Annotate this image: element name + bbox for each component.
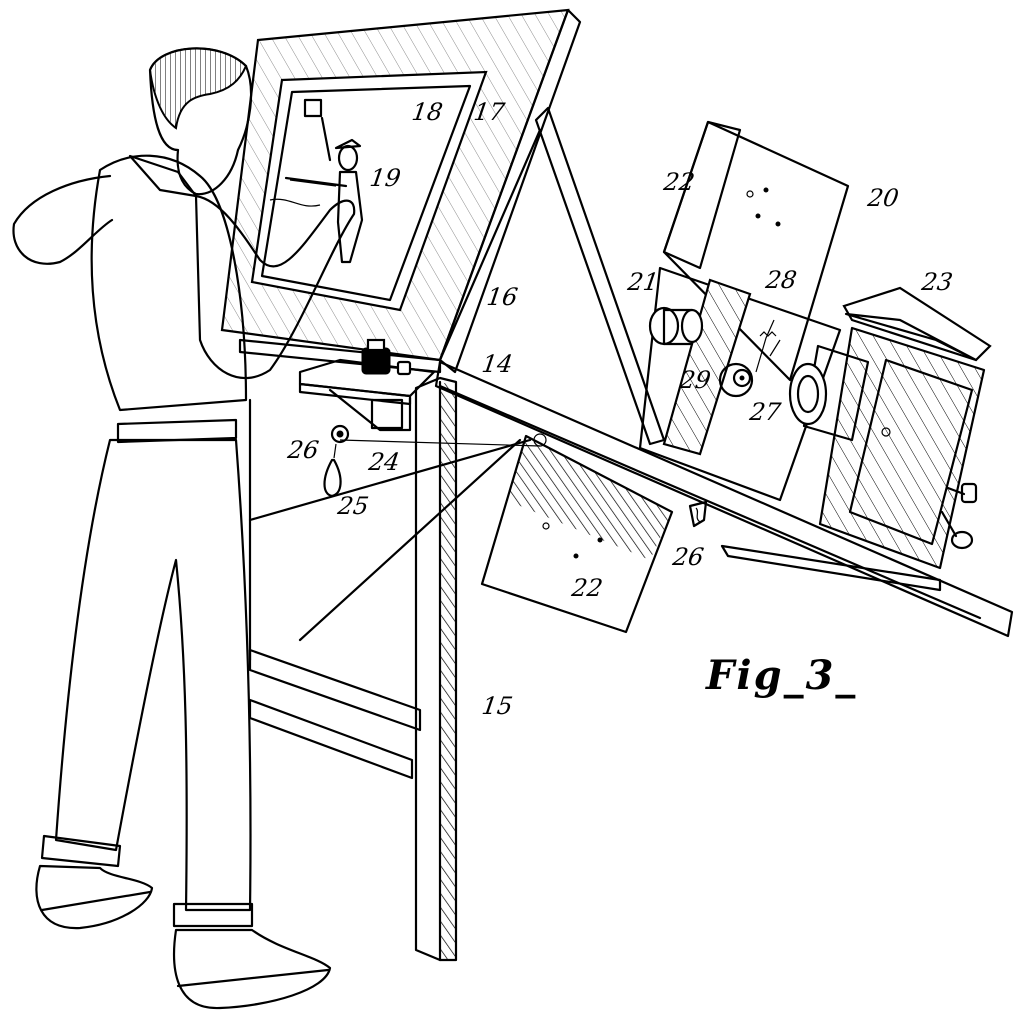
- pulley-right: [688, 500, 708, 528]
- ref-label-26-right: 26: [671, 543, 706, 571]
- ref-label-22-upper: 22: [662, 168, 697, 196]
- lower-film-magazine: [480, 433, 674, 634]
- ref-label-25: 25: [336, 492, 371, 520]
- hand-grip-25: [323, 458, 342, 498]
- ref-label-21: 21: [626, 268, 661, 296]
- ref-label-29: 29: [678, 366, 713, 394]
- ref-label-19: 19: [368, 164, 403, 192]
- cord: [339, 439, 541, 447]
- projector-mount-plate: [720, 544, 942, 592]
- ref-label-20: 20: [866, 184, 901, 212]
- ref-label-18: 18: [410, 98, 445, 126]
- pulley-left: [330, 424, 350, 459]
- ref-label-22-lower: 22: [570, 574, 605, 602]
- ref-label-16: 16: [485, 283, 520, 311]
- projected-figure-image: [269, 98, 364, 264]
- stand-frame: [238, 338, 1014, 962]
- shelf-24: [298, 358, 436, 432]
- film-spool-hub: [648, 306, 704, 346]
- ink-bottle-icon: [361, 338, 412, 376]
- ref-label-15: 15: [480, 692, 515, 720]
- ref-label-28: 28: [764, 266, 799, 294]
- artist-figure: [12, 47, 356, 1010]
- ref-label-24: 24: [367, 448, 402, 476]
- ref-label-17: 17: [472, 98, 507, 126]
- sprocket-wheel: [718, 319, 781, 398]
- drawing-board: [220, 8, 582, 374]
- figure-caption: Fig_3_: [706, 652, 858, 699]
- ref-label-26-left: 26: [286, 436, 321, 464]
- ref-label-23: 23: [920, 268, 955, 296]
- lamp-house: [818, 286, 992, 570]
- projector-body: [638, 266, 842, 502]
- upper-film-magazine: [662, 120, 850, 382]
- ref-label-14: 14: [480, 350, 515, 378]
- ref-label-27: 27: [748, 398, 783, 426]
